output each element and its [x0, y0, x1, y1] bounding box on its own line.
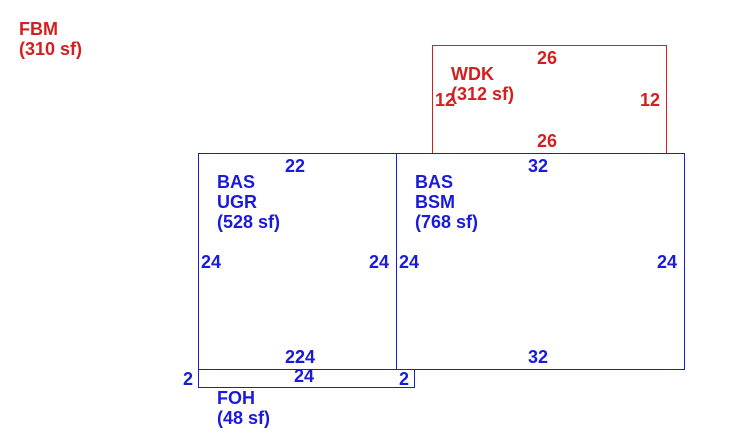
bsm-dim-top: 32 — [528, 156, 549, 176]
ugr-code2-label: UGR — [217, 192, 257, 212]
bsm-dim-left: 24 — [399, 252, 420, 272]
bsm-dim-right: 24 — [657, 252, 678, 272]
ugr-dim-left: 24 — [201, 252, 222, 272]
ugr-dim-bottom-b: 24 — [295, 347, 316, 367]
fbm-area-label: (310 sf) — [19, 39, 83, 59]
bsm-outline — [396, 153, 685, 370]
foh-dim-top: 24 — [294, 366, 315, 386]
bsm-code1-label: BAS — [415, 172, 454, 192]
ugr-area-label: (528 sf) — [217, 212, 281, 232]
ugr-dim-right: 24 — [369, 252, 390, 272]
foh-outline — [198, 369, 415, 388]
wdk-dim-bottom: 26 — [537, 131, 558, 151]
ugr-dim-bottom-a: 22 — [285, 347, 306, 367]
foh-area-label: (48 sf) — [217, 408, 271, 428]
ugr-code1-label: BAS — [217, 172, 256, 192]
foh-dim-right: 2 — [399, 369, 410, 389]
ugr-dim-top: 22 — [285, 156, 306, 176]
wdk-dim-left: 12 — [435, 90, 456, 110]
wdk-area-label: (312 sf) — [451, 84, 515, 104]
bsm-dim-bottom: 32 — [528, 347, 549, 367]
bsm-area-label: (768 sf) — [415, 212, 479, 232]
wdk-dim-top: 26 — [537, 48, 558, 68]
bsm-code2-label: BSM — [415, 192, 455, 212]
foh-dim-left: 2 — [183, 369, 194, 389]
foh-code-label: FOH — [217, 388, 255, 408]
wdk-code-label: WDK — [451, 64, 494, 84]
fbm-code-label: FBM — [19, 19, 58, 39]
wdk-dim-right: 12 — [640, 90, 661, 110]
